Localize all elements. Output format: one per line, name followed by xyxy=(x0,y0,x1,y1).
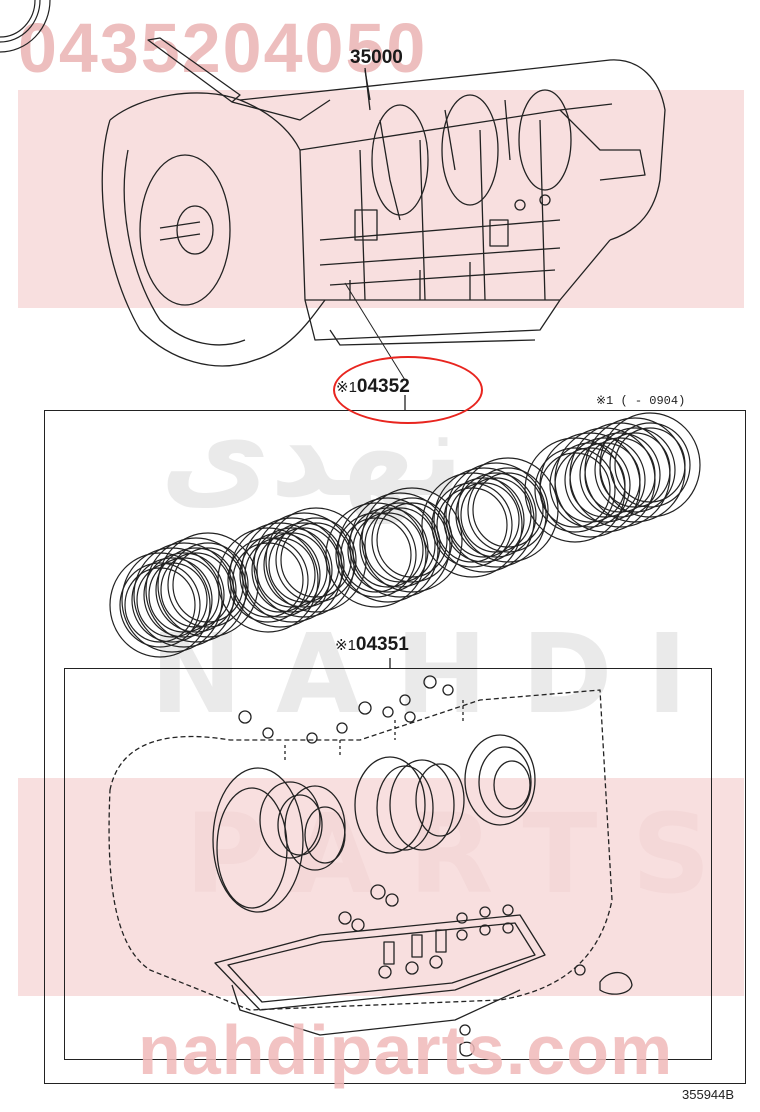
callout-04352-number: 04352 xyxy=(356,376,410,397)
callout-04351-number: 04351 xyxy=(355,634,409,655)
callout-35000[interactable]: 35000 xyxy=(350,47,403,69)
callout-04352-mark: ※1 xyxy=(336,379,357,396)
gasket-kit-frame xyxy=(64,668,712,1060)
highlight-circle xyxy=(333,356,483,424)
applicability-note: ※1 ( - 0904) xyxy=(596,394,686,408)
transmission-assembly-illustration xyxy=(101,37,666,367)
watermark-part-number: 0435204050 xyxy=(18,9,428,87)
gasket-kit-illustration xyxy=(108,675,633,1057)
watermark-website: nahdiparts.com xyxy=(138,1011,674,1089)
figure-id: 355944B xyxy=(682,1087,735,1102)
callout-35000-number: 35000 xyxy=(350,47,403,68)
callout-04351[interactable]: ※104351 xyxy=(335,634,409,656)
callout-04351-mark: ※1 xyxy=(335,637,356,654)
callout-04352[interactable]: ※104352 xyxy=(336,376,410,398)
